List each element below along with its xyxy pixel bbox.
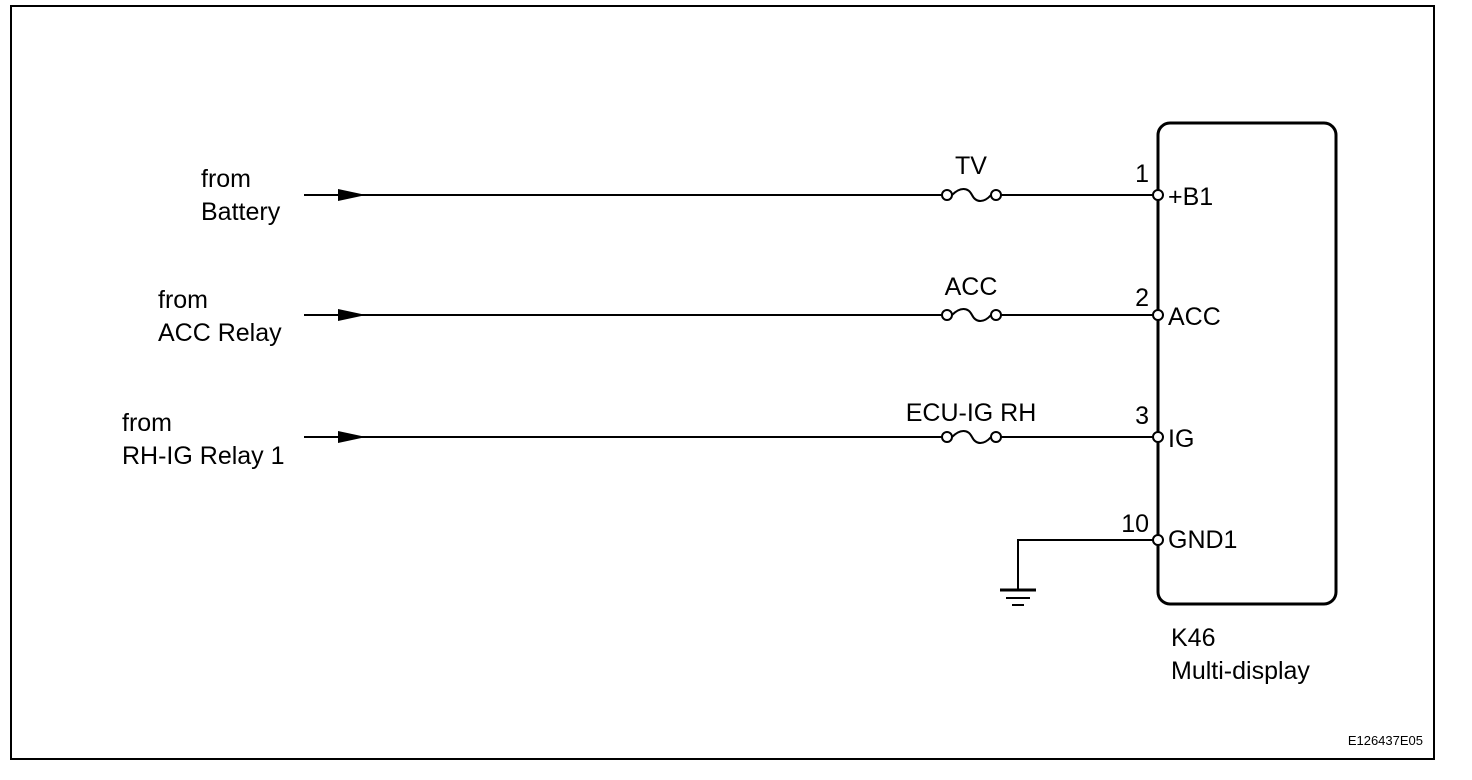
pin-terminal (1152, 431, 1164, 443)
arrow-icon (338, 309, 366, 321)
pin-terminal (1152, 189, 1164, 201)
pin-name: GND1 (1168, 526, 1238, 554)
pin-number: 1 (1135, 160, 1149, 188)
source-label-line1: from (122, 409, 172, 437)
arrow-icon (338, 431, 366, 443)
diagram-frame (10, 5, 1435, 760)
source-label-line1: from (158, 286, 208, 314)
pin-number: 2 (1135, 284, 1149, 312)
source-label-rh-ig-relay: from RH-IG Relay 1 (122, 407, 285, 473)
fuse-label-ecu-ig-rh: ECU-IG RH (905, 399, 1037, 427)
source-label-acc-relay: from ACC Relay (158, 284, 282, 350)
ground-icon (1000, 588, 1036, 606)
circuit-acc-relay (304, 308, 1164, 322)
circuit-rh-ig-relay (304, 430, 1164, 444)
source-label-line2: RH-IG Relay 1 (122, 442, 285, 470)
pin-number: 3 (1135, 402, 1149, 430)
fuse-icon (941, 308, 1002, 322)
component-code: K46 (1171, 624, 1216, 652)
fuse-icon (941, 430, 1002, 444)
pin-name: ACC (1168, 303, 1221, 331)
circuit-ground (1000, 534, 1164, 606)
pin-name: +B1 (1168, 183, 1214, 211)
pin-terminal (1152, 534, 1164, 546)
source-label-line2: Battery (201, 198, 281, 226)
source-label-line1: from (201, 165, 251, 193)
component-name: Multi-display (1171, 657, 1310, 685)
source-label-battery: from Battery (201, 163, 280, 229)
component-label: K46 Multi-display (1171, 622, 1310, 688)
circuit-battery (304, 188, 1164, 202)
pin-name: IG (1168, 425, 1195, 453)
fuse-label-acc: ACC (944, 273, 998, 301)
fuse-label-tv: TV (955, 152, 987, 180)
pin-number: 10 (1121, 510, 1149, 538)
arrow-icon (338, 189, 366, 201)
source-label-line2: ACC Relay (158, 319, 282, 347)
figure-code: E126437E05 (1347, 733, 1423, 748)
pin-terminal (1152, 309, 1164, 321)
fuse-icon (941, 188, 1002, 202)
wire (1017, 539, 1153, 590)
multi-display-box (1156, 121, 1338, 606)
